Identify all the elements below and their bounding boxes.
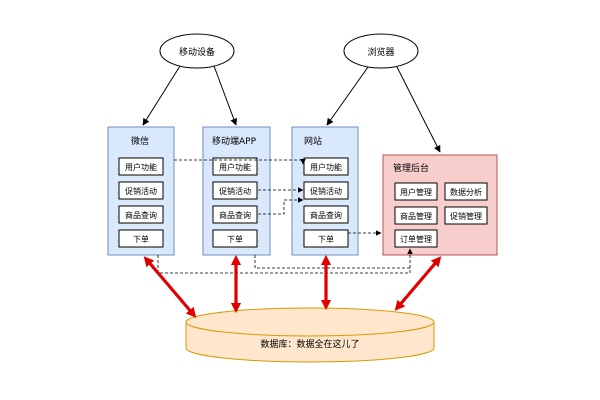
mobile-app-container: 移动端APP 用户功能 促销活动 商品查询 下单 bbox=[202, 126, 271, 256]
website-item-user: 用户功能 bbox=[310, 162, 342, 172]
database-label: 数据库：数据全在这儿了 bbox=[260, 338, 359, 350]
website-item-order: 下单 bbox=[318, 234, 334, 244]
wechat-db-arrow bbox=[143, 256, 197, 318]
admin-title: 管理后台 bbox=[393, 162, 429, 174]
admin-item-user-mgmt: 用户管理 bbox=[400, 187, 432, 197]
admin-item-analytics: 数据分析 bbox=[450, 187, 482, 197]
database-node: 数据库：数据全在这儿了 bbox=[185, 307, 435, 363]
wechat-title: 微信 bbox=[131, 135, 149, 147]
website-item-promo: 促销活动 bbox=[310, 186, 342, 196]
wechat-item-search: 商品查询 bbox=[125, 210, 157, 220]
website-item-search: 商品查询 bbox=[310, 210, 342, 220]
wechat-container: 微信 用户功能 促销活动 商品查询 下单 bbox=[107, 126, 175, 256]
admin-item-order-mgmt: 订单管理 bbox=[400, 234, 432, 244]
dashed-connectors bbox=[157, 158, 413, 274]
mobile-app-title: 移动端APP bbox=[212, 135, 257, 147]
website-container: 网站 用户功能 促销活动 商品查询 下单 bbox=[291, 126, 359, 256]
admin-container: 管理后台 用户管理 数据分析 商品管理 促销管理 订单管理 bbox=[382, 154, 498, 256]
browser-node: 浏览器 bbox=[343, 33, 419, 69]
mobile-device-node: 移动设备 bbox=[159, 33, 235, 69]
wechat-item-user: 用户功能 bbox=[125, 162, 157, 172]
admin-item-product-mgmt: 商品管理 bbox=[400, 211, 432, 221]
mobile-app-item-order: 下单 bbox=[227, 234, 243, 244]
mobile-app-item-user: 用户功能 bbox=[219, 162, 251, 172]
mobile-app-item-promo: 促销活动 bbox=[219, 186, 251, 196]
client-connectors bbox=[142, 65, 441, 153]
db-links bbox=[143, 254, 442, 318]
mobile-app-item-search: 商品查询 bbox=[219, 210, 251, 220]
website-title: 网站 bbox=[304, 135, 322, 147]
admin-item-promo-mgmt: 促销管理 bbox=[450, 211, 482, 221]
wechat-item-order: 下单 bbox=[133, 234, 149, 244]
admin-db-arrow bbox=[394, 256, 442, 311]
mobile-device-label: 移动设备 bbox=[179, 46, 215, 58]
wechat-item-promo: 促销活动 bbox=[125, 186, 157, 196]
browser-label: 浏览器 bbox=[367, 46, 394, 58]
